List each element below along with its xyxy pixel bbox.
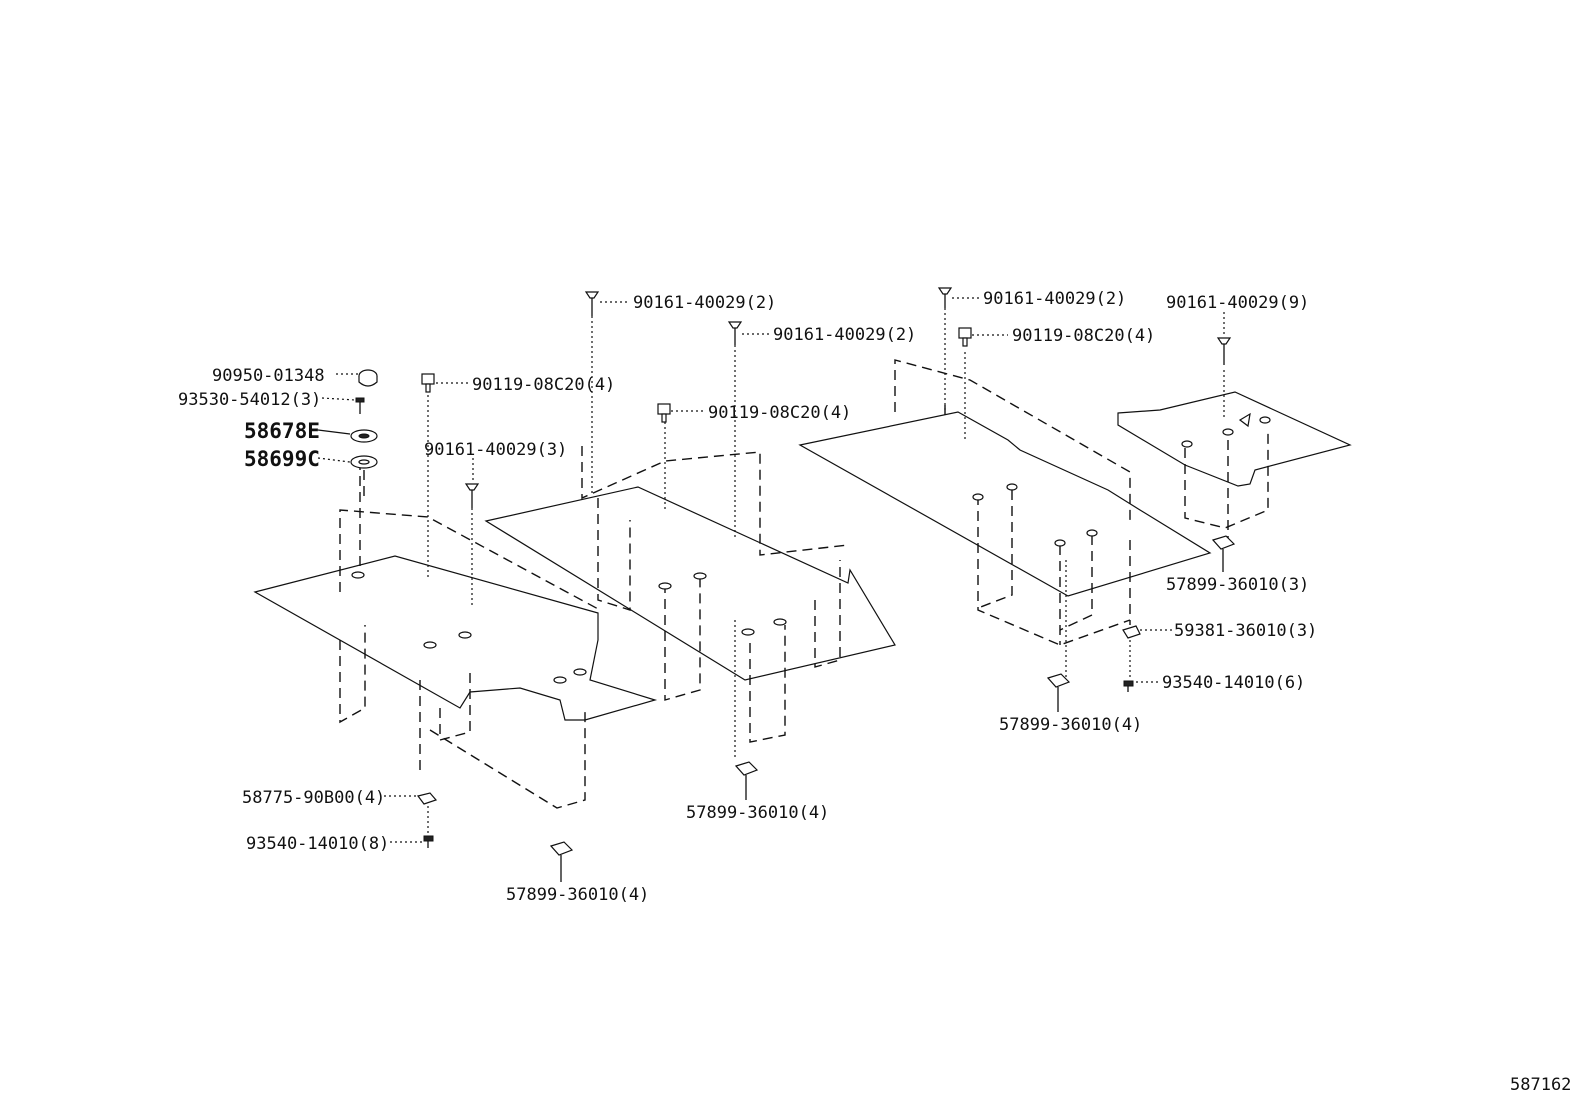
screw-icon [584, 291, 600, 316]
label-mid-90161-40029-b: 90161-40029(2) [773, 325, 916, 345]
figure-number: 587162 [1510, 1075, 1571, 1095]
screw-icon [937, 287, 953, 308]
label-59381-36010: 59381-36010(3) [1174, 621, 1317, 641]
screw-icon [464, 483, 480, 508]
label-93530-54012: 93530-54012(3) [178, 390, 321, 410]
flange-bolt-icon [421, 373, 435, 393]
screw-93540-icon [1123, 680, 1134, 692]
label-left-57899-36010: 57899-36010(4) [506, 885, 649, 905]
far-right-under-cover [1117, 370, 1352, 540]
screw-small-icon [355, 397, 365, 414]
leader-lines [317, 297, 1225, 843]
washer-58678e-icon [350, 429, 378, 443]
grommet-icon [358, 369, 378, 387]
label-left-90161-40029: 90161-40029(3) [424, 440, 567, 460]
label-90950-01348: 90950-01348 [212, 366, 325, 386]
clip-nut-icon [549, 841, 574, 882]
screw-icon [727, 321, 743, 345]
label-mid-90161-40029-a: 90161-40029(2) [633, 293, 776, 313]
label-right-90119-08c20: 90119-08C20(4) [1012, 326, 1155, 346]
far-right-cover-plate [1117, 391, 1352, 487]
retainer-clip-icon [1122, 625, 1141, 639]
label-far-90161-40029: 90161-40029(9) [1166, 293, 1309, 313]
flange-bolt-icon [657, 403, 671, 423]
screw-icon [1216, 337, 1232, 365]
clip-nut-icon [1046, 673, 1071, 712]
clip-nut-icon [1211, 535, 1236, 572]
label-right-57899-36010: 57899-36010(4) [999, 715, 1142, 735]
label-right-93540-14010: 93540-14010(6) [1162, 673, 1305, 693]
label-mid-90119-08c20: 90119-08C20(4) [708, 403, 851, 423]
right-under-cover [798, 308, 1212, 680]
right-cover-plate [798, 411, 1212, 597]
label-58775-90b00: 58775-90B00(4) [242, 788, 385, 808]
flange-bolt-icon [958, 327, 972, 347]
label-left-90119-08c20: 90119-08C20(4) [472, 375, 615, 395]
label-58678e: 58678E [244, 419, 320, 443]
middle-cover-plate [484, 486, 896, 681]
middle-under-cover [484, 316, 896, 760]
label-left-93540-14010: 93540-14010(8) [246, 834, 389, 854]
label-right-90161-40029: 90161-40029(2) [983, 289, 1126, 309]
screw-93540-icon [423, 835, 434, 848]
label-mid-57899-36010: 57899-36010(4) [686, 803, 829, 823]
retainer-clip-icon [416, 792, 438, 805]
clip-nut-icon [734, 761, 759, 800]
left-under-cover [253, 390, 658, 809]
label-far-57899-36010: 57899-36010(3) [1166, 575, 1309, 595]
label-58699c: 58699C [244, 447, 320, 471]
washer-58699c-icon [350, 455, 378, 469]
